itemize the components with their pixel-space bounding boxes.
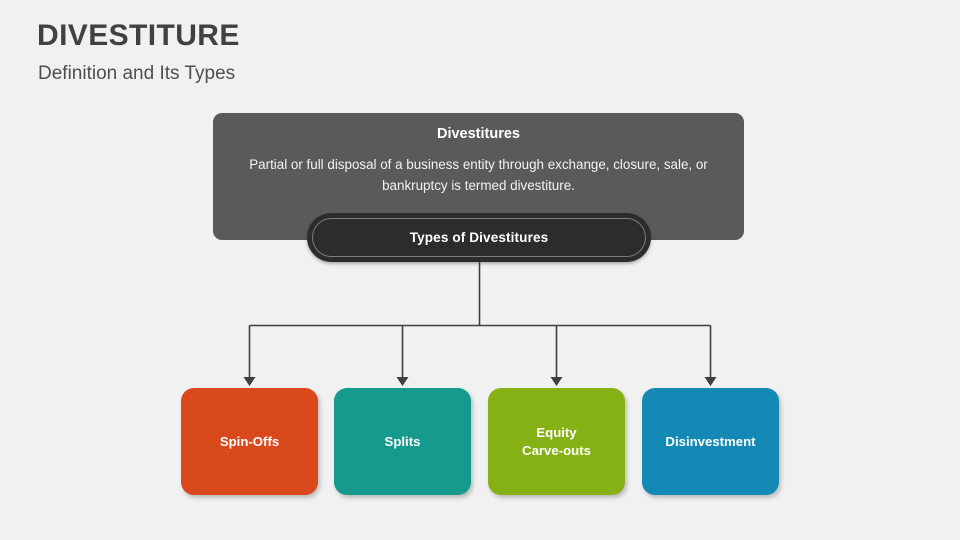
page-subtitle: Definition and Its Types xyxy=(38,63,236,84)
types-pill-label: Types of Divestitures xyxy=(409,230,549,245)
definition-heading: Divestitures xyxy=(436,126,520,142)
type-box-label-splits: Splits xyxy=(384,433,421,449)
page-title: DIVESTITURE xyxy=(37,19,240,52)
type-box-label-disinvestment: Disinvestment xyxy=(665,433,756,449)
type-box-splits[interactable]: Splits xyxy=(334,388,471,495)
type-box-label-spin-offs: Spin-Offs xyxy=(219,433,280,449)
type-box-spin-offs[interactable]: Spin-Offs xyxy=(181,388,318,495)
definition-body-text: Partial or full disposal of a business e… xyxy=(249,157,708,193)
pill-inner-border xyxy=(312,218,646,257)
arrow-head-1 xyxy=(396,377,409,386)
arrow-head-0 xyxy=(243,377,256,386)
arrow-head-2 xyxy=(550,377,563,386)
arrow-head-3 xyxy=(704,377,717,386)
type-box-disinvestment[interactable]: Disinvestment xyxy=(642,388,779,495)
types-of-divestitures-pill[interactable]: Types of Divestitures xyxy=(307,213,651,262)
